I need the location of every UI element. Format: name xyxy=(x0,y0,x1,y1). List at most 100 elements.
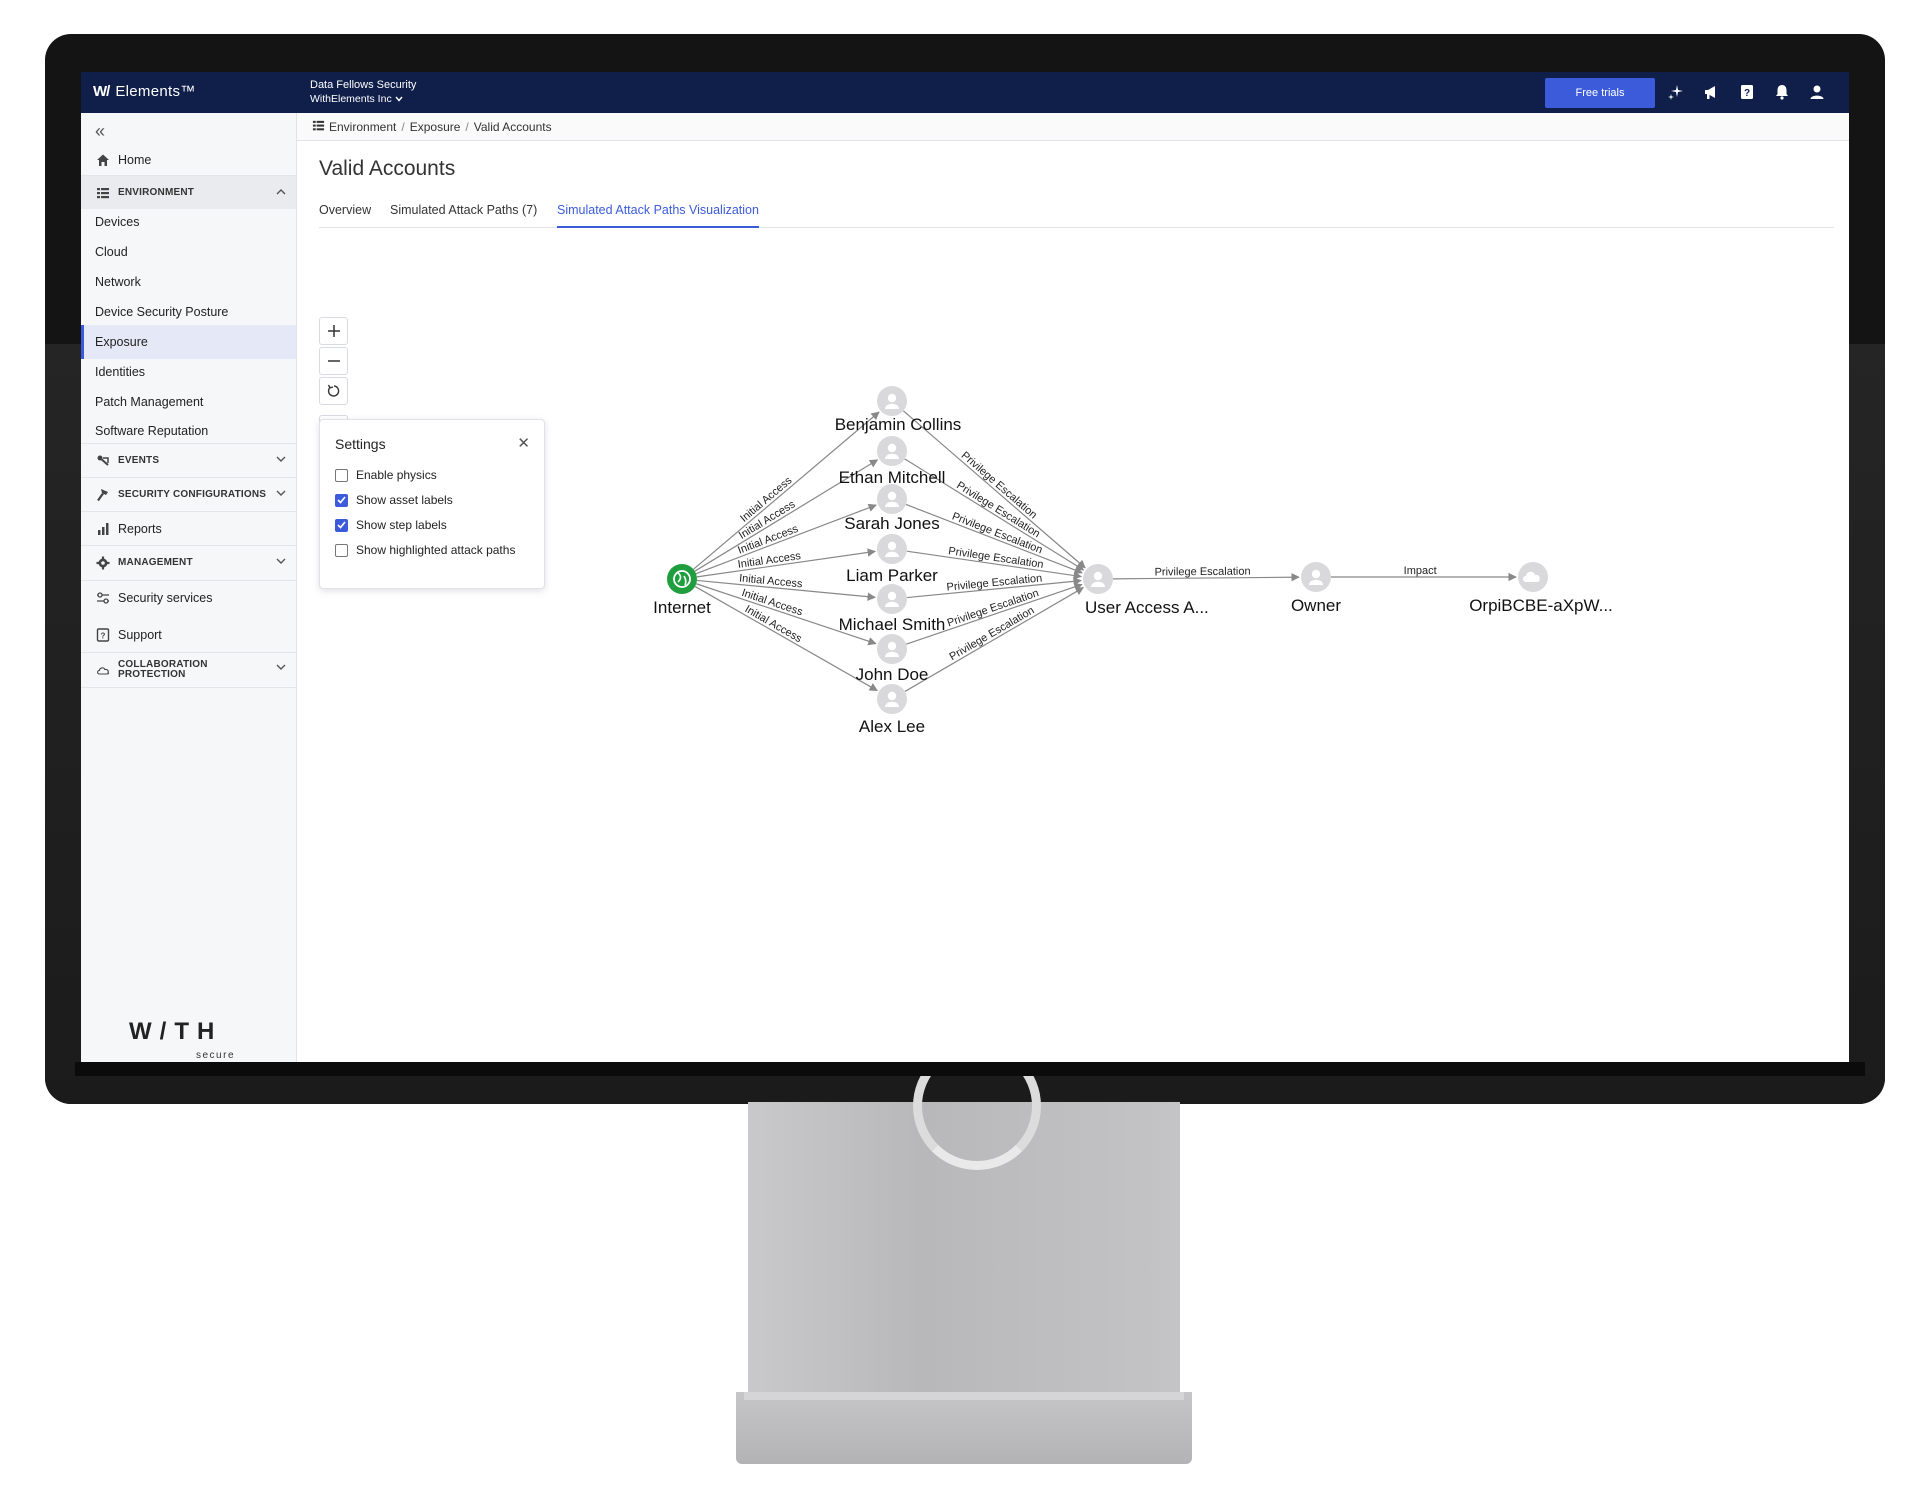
user-icon xyxy=(887,591,897,601)
user-node-0[interactable] xyxy=(877,386,907,416)
cloud-icon xyxy=(95,662,111,678)
initial-access-2-edge xyxy=(695,503,877,575)
sidebar-item-patch-management[interactable]: Patch Management xyxy=(95,395,204,409)
sidebar-section-management[interactable]: MANAGEMENT xyxy=(81,545,296,579)
app-logo[interactable]: W/Elements™ xyxy=(93,83,196,100)
user-icon xyxy=(1093,571,1103,581)
user-label-2: Sarah Jones xyxy=(844,514,939,533)
help-book-icon[interactable]: ? xyxy=(1737,82,1757,102)
user-node-2[interactable] xyxy=(877,484,907,514)
option-show-asset-labels[interactable]: Show asset labels xyxy=(335,493,453,507)
impact-label: Impact xyxy=(1404,565,1437,577)
free-trials-button[interactable]: Free trials xyxy=(1545,78,1655,108)
privilege-escalation-1-edge xyxy=(904,458,1085,571)
breadcrumb-valid-accounts: Valid Accounts xyxy=(473,119,552,134)
initial-access-6-edge xyxy=(694,585,878,692)
events-icon xyxy=(95,453,111,469)
initial-access-1-edge xyxy=(694,459,879,572)
zoom-out-button[interactable] xyxy=(319,347,348,375)
sidebar-item-exposure[interactable]: Exposure xyxy=(81,325,296,359)
show-highlighted-attack-paths-checkbox[interactable] xyxy=(335,543,348,557)
internet-node[interactable] xyxy=(667,564,697,594)
sidebar-section-security-configurations[interactable]: SECURITY CONFIGURATIONS xyxy=(81,477,296,511)
tab-overview[interactable]: Overview xyxy=(319,203,372,217)
internet-label: Internet xyxy=(653,598,711,617)
chevron-down-icon xyxy=(276,664,286,674)
option-show-step-labels[interactable]: Show step labels xyxy=(335,518,447,532)
initial-access-4-edge xyxy=(696,579,876,601)
show-asset-labels-checkbox[interactable] xyxy=(335,493,348,507)
tab-simulated-attack-paths-visualization[interactable]: Simulated Attack Paths Visualization xyxy=(557,203,759,228)
sidebar-item-identities[interactable]: Identities xyxy=(95,365,146,379)
user-label-0: Benjamin Collins xyxy=(835,415,962,434)
sidebar: « Home ENVIRONMENT Devices Cloud Network… xyxy=(81,113,297,1062)
privilege-escalation-0-edge xyxy=(902,410,1086,569)
sidebar-section-environment[interactable]: ENVIRONMENT xyxy=(81,175,296,209)
breadcrumb-exposure[interactable]: Exposure xyxy=(409,119,461,134)
withsecure-logo: W/TH xyxy=(129,1018,223,1045)
user-node-1[interactable] xyxy=(877,436,907,466)
sidebar-item-security-services[interactable]: Security services xyxy=(81,580,296,614)
privilege-escalation-6-edge xyxy=(904,587,1085,692)
sidebar-item-cloud[interactable]: Cloud xyxy=(95,245,128,259)
monitor-stand xyxy=(748,1042,1180,1394)
notification-bell-icon[interactable] xyxy=(1772,82,1792,102)
user-icon xyxy=(887,641,897,651)
privilege-escalation-5-edge xyxy=(906,582,1083,645)
sparkle-icon[interactable] xyxy=(1666,82,1686,102)
tab-bar: Overview Simulated Attack Paths (7) Simu… xyxy=(319,199,1834,228)
main-content: Environment / Exposure / Valid Accounts … xyxy=(297,113,1849,1062)
option-enable-physics[interactable]: Enable physics xyxy=(335,468,437,482)
sidebar-item-software-reputation[interactable]: Software Reputation xyxy=(95,424,209,438)
user-node-6[interactable] xyxy=(877,684,907,714)
grid-icon xyxy=(312,119,325,135)
page-title: Valid Accounts xyxy=(319,157,456,180)
sidebar-item-device-security-posture[interactable]: Device Security Posture xyxy=(95,305,229,319)
collapse-sidebar-icon[interactable]: « xyxy=(95,121,106,141)
user-account-icon[interactable] xyxy=(1807,82,1827,102)
breadcrumb: Environment / Exposure / Valid Accounts xyxy=(297,113,1849,141)
owner-node[interactable] xyxy=(1301,562,1331,592)
chevron-down-icon xyxy=(276,557,286,568)
show-step-labels-checkbox[interactable] xyxy=(335,518,348,532)
org-switcher[interactable]: Data Fellows Security WithElements Inc xyxy=(310,78,416,106)
chevron-down-icon xyxy=(276,489,286,500)
user-label-4: Michael Smith xyxy=(839,615,946,634)
refresh-icon xyxy=(327,384,339,397)
user-node-5[interactable] xyxy=(877,634,907,664)
breadcrumb-environment[interactable]: Environment xyxy=(329,119,397,134)
graph-edges xyxy=(693,410,1517,692)
initial-access-0-edge xyxy=(693,411,880,570)
enable-physics-checkbox[interactable] xyxy=(335,468,348,482)
monitor-stand-base xyxy=(736,1392,1192,1464)
sidebar-item-network[interactable]: Network xyxy=(95,275,141,289)
sidebar-item-home[interactable]: Home xyxy=(81,143,296,177)
globe-icon xyxy=(673,570,691,588)
close-icon[interactable]: ✕ xyxy=(517,435,530,452)
user-node-3[interactable] xyxy=(877,534,907,564)
sidebar-item-reports[interactable]: Reports xyxy=(81,511,296,545)
zoom-in-button[interactable] xyxy=(319,317,348,345)
megaphone-icon[interactable] xyxy=(1701,82,1721,102)
user-label-5: John Doe xyxy=(856,665,929,684)
user-icon xyxy=(887,443,897,453)
reset-view-button[interactable] xyxy=(319,377,348,405)
user-node-4[interactable] xyxy=(877,584,907,614)
user-access-admin-label: User Access A... xyxy=(1085,598,1209,617)
user-access-admin-node[interactable] xyxy=(1083,564,1113,594)
user-label-6: Alex Lee xyxy=(859,717,925,736)
cloud-resource-node[interactable] xyxy=(1518,562,1548,592)
privilege-escalation-owner-label: Privilege Escalation xyxy=(1155,566,1251,579)
sidebar-item-support[interactable]: ? Support xyxy=(81,618,296,652)
user-label-3: Liam Parker xyxy=(846,566,938,585)
sidebar-section-events[interactable]: EVENTS xyxy=(81,443,296,477)
screen: W/Elements™ Data Fellows Security WithEl… xyxy=(81,72,1849,1062)
withsecure-logo-sub: secure xyxy=(196,1050,236,1061)
owner-label: Owner xyxy=(1291,596,1341,615)
option-show-highlighted-attack-paths[interactable]: Show highlighted attack paths xyxy=(335,543,515,557)
sidebar-item-devices[interactable]: Devices xyxy=(95,215,140,229)
tab-simulated-attack-paths[interactable]: Simulated Attack Paths (7) xyxy=(390,203,538,217)
